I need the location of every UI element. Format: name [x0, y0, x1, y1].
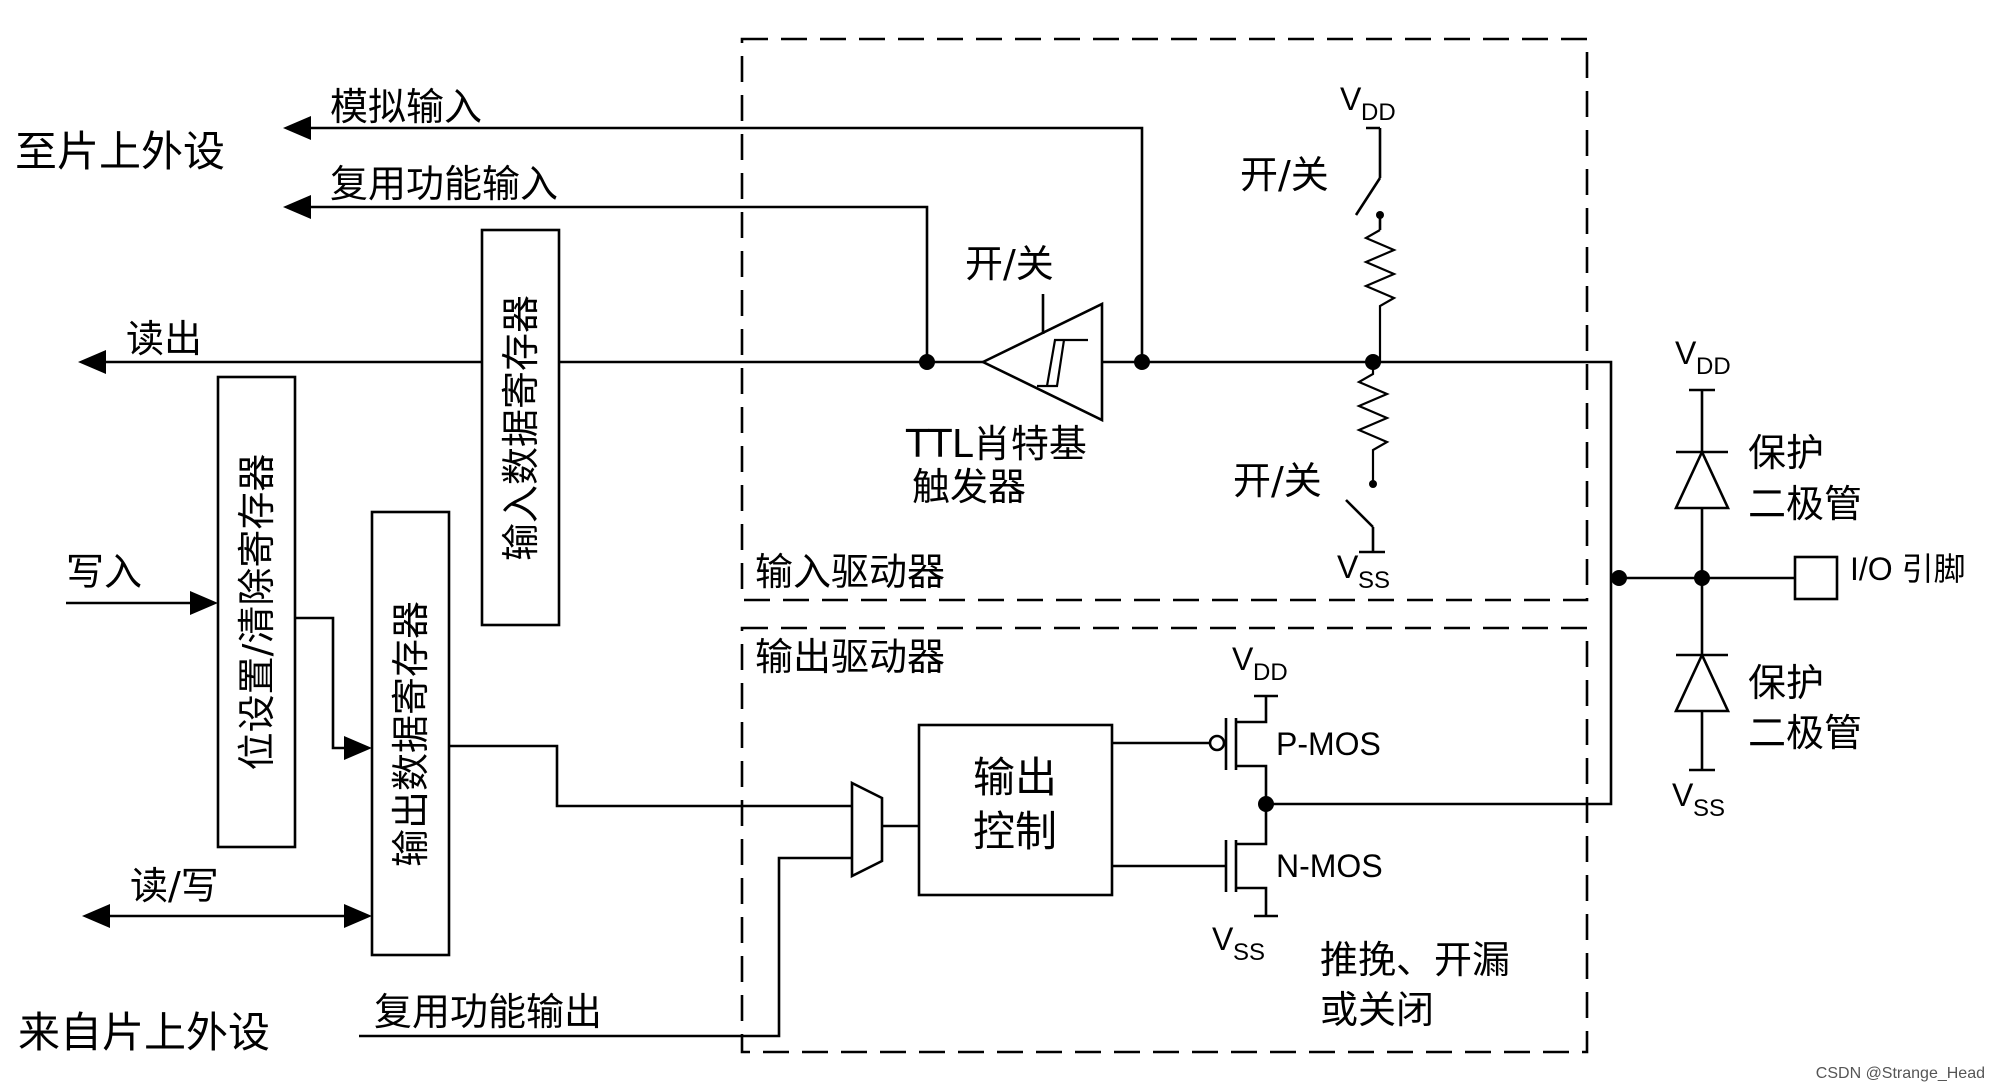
from-peripheral-label: 来自片上外设: [18, 1008, 270, 1057]
schmitt-on-off-label: 开/关: [965, 242, 1054, 286]
upper-protect-diode-label-line1: 保护: [1748, 431, 1824, 475]
output-data-register-label: 输出数据寄存器: [389, 601, 433, 867]
svg-text:V: V: [1212, 921, 1234, 957]
svg-text:DD: DD: [1361, 99, 1396, 126]
analog-input-label: 模拟输入: [330, 85, 482, 129]
alt-func-output-label: 复用功能输出: [374, 990, 602, 1034]
watermark: CSDN @Strange_Head: [1816, 1065, 1985, 1082]
io-pin-square: [1793, 555, 1839, 601]
vss-diode-label: V SS: [1672, 777, 1725, 822]
input-node-line: [1103, 360, 1613, 578]
vdd-diode-label: V DD: [1675, 335, 1731, 380]
output-mode-label-line2: 或关闭: [1320, 988, 1434, 1032]
svg-text:SS: SS: [1358, 567, 1390, 594]
svg-text:V: V: [1672, 777, 1694, 813]
bsrr-to-odr-line: [295, 616, 350, 750]
io-pin-label: I/O 引脚: [1850, 551, 1966, 587]
input-data-register-label: 输入数据寄存器: [499, 295, 543, 561]
svg-text:DD: DD: [1696, 353, 1731, 380]
switch-contact: [1376, 211, 1384, 219]
svg-text:V: V: [1675, 335, 1697, 371]
write-in-label: 写入: [66, 550, 142, 594]
lower-diode-icon: [1673, 651, 1731, 713]
pulldown-resistor-icon: [1356, 362, 1390, 484]
vss-pulldown-label: V SS: [1337, 549, 1390, 594]
alt-func-input-line: [305, 205, 929, 362]
read-out-arrow-icon: [78, 350, 106, 374]
pulldown-switch-icon: [1345, 499, 1375, 552]
analog-input-line: [305, 126, 1144, 362]
odr-to-mux-line: [449, 744, 852, 808]
pmos-label: P-MOS: [1276, 726, 1381, 762]
read-write-left-arrow-icon: [82, 904, 110, 928]
bit-set-reset-register-label: 位设置/清除寄存器: [235, 454, 279, 771]
nmos-label: N-MOS: [1276, 848, 1383, 884]
svg-text:SS: SS: [1693, 795, 1725, 822]
read-write-right-arrow-icon: [344, 904, 372, 928]
write-in-arrow-icon: [190, 591, 218, 615]
bsrr-to-odr-arrow-icon: [344, 736, 372, 760]
lower-protect-diode-label-line1: 保护: [1748, 661, 1824, 705]
junction-dot: [1134, 354, 1150, 370]
to-peripheral-label: 至片上外设: [15, 127, 225, 176]
lower-protect-diode-label-line2: 二极管: [1748, 711, 1862, 755]
input-driver-label: 输入驱动器: [755, 550, 945, 594]
alt-func-output-line: [359, 856, 852, 1038]
output-node-line: [1266, 578, 1613, 806]
svg-text:V: V: [1340, 81, 1362, 117]
schmitt-trigger-label-line1: TTL肖特基: [905, 422, 1087, 466]
junction-dot: [919, 354, 935, 370]
alt-func-input-label: 复用功能输入: [330, 162, 558, 206]
svg-text:DD: DD: [1253, 659, 1288, 686]
output-control-block: [917, 723, 1114, 897]
vdd-pmos-label: V DD: [1232, 641, 1288, 686]
output-data-register: [370, 510, 451, 957]
output-mux: [850, 780, 884, 879]
pullup-on-off-label: 开/关: [1240, 153, 1329, 197]
pulldown-on-off-label: 开/关: [1233, 459, 1322, 503]
input-data-register: [480, 228, 561, 627]
vdd-pullup-label: V DD: [1340, 81, 1396, 126]
pullup-resistor-icon: [1363, 229, 1397, 362]
pmos-gate-bubble: [1208, 734, 1226, 752]
input-driver-region: [740, 37, 1589, 602]
read-write-label: 读/写: [130, 864, 219, 908]
upper-diode-icon: [1673, 448, 1731, 510]
analog-input-arrow-icon: [283, 116, 311, 140]
svg-text:V: V: [1232, 641, 1254, 677]
vdd-pullup-rail: [1366, 126, 1382, 178]
read-out-label: 读出: [126, 317, 202, 361]
bit-set-reset-register: [216, 375, 297, 849]
svg-text:SS: SS: [1233, 939, 1265, 966]
junction-dot: [1611, 570, 1627, 586]
output-control-label-line2: 控制: [973, 807, 1057, 856]
schmitt-hysteresis-icon: [1037, 338, 1088, 388]
output-mode-label-line1: 推挽、开漏: [1320, 938, 1510, 982]
nmos-terminals: [1236, 804, 1268, 916]
vss-nmos-label: V SS: [1212, 921, 1265, 966]
pmos-terminals: [1236, 696, 1268, 804]
output-control-label-line1: 输出: [973, 753, 1057, 802]
switch-contact: [1369, 480, 1377, 488]
svg-text:V: V: [1337, 549, 1359, 585]
pullup-switch-icon: [1354, 177, 1382, 230]
output-driver-region: [740, 626, 1589, 1054]
alt-func-input-arrow-icon: [283, 195, 311, 219]
upper-protect-diode-label-line2: 二极管: [1748, 482, 1862, 526]
output-driver-label: 输出驱动器: [755, 635, 945, 679]
schmitt-trigger-label-line2: 触发器: [912, 465, 1026, 509]
